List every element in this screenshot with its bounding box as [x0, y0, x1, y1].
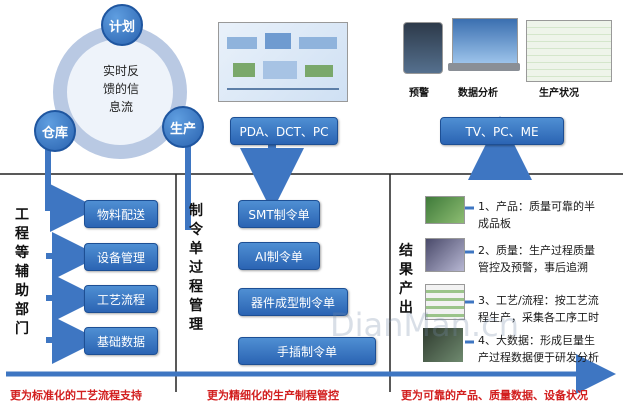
- pcb-image: [425, 196, 465, 224]
- right-vertical-title: 结 果 产 出: [398, 242, 414, 318]
- devices-pda-dct-pc: PDA、DCT、PC: [230, 117, 338, 145]
- left-item-equipment: 设备管理: [84, 243, 158, 271]
- warehouse-connector: [45, 138, 98, 232]
- caption-alert: 预警: [409, 88, 429, 99]
- result-line: 3、工艺/流程：按工艺流: [478, 294, 599, 307]
- bull-image: [423, 328, 463, 362]
- left-item-basedata: 基础数据: [84, 327, 158, 355]
- devices-tv-pc-me: TV、PC、ME: [440, 117, 564, 145]
- middle-title-char: 制: [189, 203, 203, 219]
- right-title-char: 产: [399, 281, 413, 297]
- middle-title-char: 过: [189, 260, 203, 276]
- left-title-char: 辅: [15, 264, 29, 280]
- workflow-image: [425, 284, 465, 320]
- right-title-char: 出: [399, 300, 413, 316]
- order-component-forming: 器件成型制令单: [238, 288, 348, 316]
- status-screen-image: [526, 20, 612, 82]
- result-line: 产过程数据便于研发分析: [478, 351, 599, 364]
- cycle-center-line-2: 馈的信: [102, 82, 139, 96]
- footer-middle: 更为精细化的生产制程管控: [207, 389, 339, 402]
- order-ai: AI制令单: [238, 242, 320, 270]
- production-line-illustration: [227, 33, 339, 90]
- production-line-image: [218, 22, 348, 102]
- result-bigdata: 4、大数据：形成巨量生 产过程数据便于研发分析: [478, 332, 599, 366]
- order-manual-insertion: 手插制令单: [238, 337, 376, 365]
- order-smt: SMT制令单: [238, 200, 320, 228]
- result-line: 程生产，采集各工序工时: [478, 311, 599, 324]
- cycle-node-warehouse: 仓库: [34, 110, 76, 152]
- result-product: 1、产品：质量可靠的半 成品板: [478, 198, 595, 232]
- left-title-char: 助: [15, 283, 29, 299]
- left-title-char: 部: [15, 302, 29, 318]
- right-title-char: 果: [399, 262, 413, 278]
- result-line: 管控及预警，事后追溯: [478, 261, 588, 274]
- middle-title-char: 令: [189, 222, 203, 238]
- result-line: 1、产品：质量可靠的半: [478, 200, 595, 213]
- middle-vertical-title: 制 令 单 过 程 管 理: [188, 202, 204, 335]
- footer-right: 更为可靠的产品、质量数据、设备状况: [401, 389, 588, 402]
- cycle-center-text: 实时反 馈的信 息流: [92, 62, 150, 116]
- cycle-node-plan: 计划: [101, 4, 143, 46]
- caption-data-analysis: 数据分析: [458, 88, 498, 99]
- middle-title-char: 单: [189, 241, 203, 257]
- footer-left: 更为标准化的工艺流程支持: [10, 389, 142, 402]
- left-title-char: 程: [15, 226, 29, 242]
- result-line: 成品板: [478, 217, 511, 230]
- left-title-char: 等: [15, 245, 29, 261]
- cycle-center-line-3: 息流: [108, 100, 133, 114]
- laptop-base: [448, 63, 520, 71]
- middle-title-char: 管: [189, 298, 203, 314]
- middle-title-char: 程: [189, 279, 203, 295]
- middle-title-char: 理: [189, 317, 203, 333]
- left-item-process: 工艺流程: [84, 285, 158, 313]
- left-vertical-title: 工 程 等 辅 助 部 门: [14, 206, 30, 339]
- left-title-char: 门: [15, 321, 29, 337]
- result-quality: 2、质量：生产过程质量 管控及预警，事后追溯: [478, 242, 595, 276]
- cycle-center-line-1: 实时反: [102, 64, 139, 78]
- right-title-char: 结: [399, 243, 413, 259]
- watermark: DianMan.cn: [330, 306, 519, 344]
- cycle-node-production: 生产: [162, 106, 204, 148]
- result-line: 2、质量：生产过程质量: [478, 244, 595, 257]
- result-line: 4、大数据：形成巨量生: [478, 334, 595, 347]
- tablet-image: [403, 22, 443, 74]
- left-title-char: 工: [15, 207, 29, 223]
- quality-image: [425, 238, 465, 272]
- left-item-material: 物料配送: [84, 200, 158, 228]
- laptop-image: [452, 18, 518, 64]
- result-process: 3、工艺/流程：按工艺流 程生产，采集各工序工时: [478, 292, 599, 326]
- caption-production-status: 生产状况: [539, 88, 579, 99]
